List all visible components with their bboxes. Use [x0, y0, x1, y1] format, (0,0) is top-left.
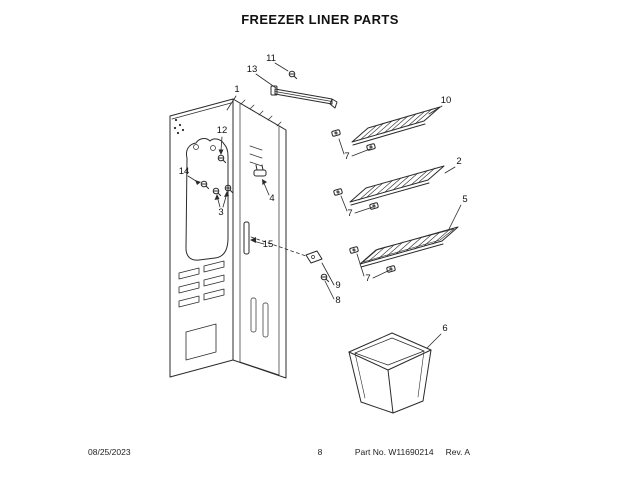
screw-boss: [193, 144, 199, 150]
callout-13: 13: [247, 64, 258, 75]
callout-4: 4: [269, 193, 274, 204]
freezer-basket: [348, 332, 432, 414]
screw-icon: [217, 154, 227, 164]
callout-6: 6: [442, 323, 447, 334]
callout-8: 8: [335, 295, 340, 306]
callout-1: 1: [234, 84, 239, 95]
screw-icon: [320, 273, 330, 283]
callout-7: 7: [365, 273, 370, 284]
callout-15: 15: [263, 239, 274, 250]
liner-rail-part: [243, 221, 250, 255]
locator-dashed-line: [250, 236, 307, 257]
footer-page-number: 8: [317, 447, 323, 457]
top-trim-rail: [270, 85, 338, 109]
screw-boss: [210, 145, 216, 151]
screw-icon: [288, 70, 298, 80]
part-number-text: Part No. W11690214: [354, 447, 434, 457]
callout-11: 11: [266, 53, 276, 64]
vent-slots: [178, 260, 225, 361]
leader-lines: [187, 62, 462, 349]
page-title: FREEZER LINER PARTS: [241, 12, 399, 27]
callout-3: 3: [218, 207, 223, 218]
callout-9: 9: [335, 280, 340, 291]
callout-7: 7: [347, 208, 352, 219]
callout-14: 14: [179, 166, 190, 177]
wire-shelf-upper: [351, 106, 441, 146]
mounting-bracket: [305, 250, 323, 264]
callout-12: 12: [217, 125, 228, 136]
callout-7: 7: [344, 151, 349, 162]
shelf-endcap-icon: [348, 245, 360, 255]
freezer-cabinet-outline: [169, 98, 287, 379]
mounting-dots: [173, 118, 185, 135]
callout-2: 2: [456, 156, 461, 167]
screw-icon: [200, 180, 210, 190]
shelf-endcap-icon: [330, 128, 342, 138]
footer-part-number: Part No. W11690214 Rev. A: [355, 447, 470, 457]
liner-molded-panel: [185, 138, 229, 261]
wire-shelf-lower: [359, 226, 459, 268]
callout-10: 10: [441, 95, 452, 106]
revision-text: Rev. A: [445, 447, 470, 457]
wire-shelf-middle: [349, 165, 445, 206]
callout-labels: 1 2 3 4 5 6 7 7 7 8 9 10 11 12 13 14 15: [179, 53, 468, 334]
callout-5: 5: [462, 194, 467, 205]
shelf-endcap-icon: [332, 187, 344, 197]
shelf-endcap-icon: [368, 201, 380, 211]
screw-icon: [224, 184, 234, 194]
light-socket-part: [253, 164, 267, 177]
footer-date: 08/25/2023: [88, 447, 131, 457]
leader-arrowheads: [195, 149, 267, 243]
